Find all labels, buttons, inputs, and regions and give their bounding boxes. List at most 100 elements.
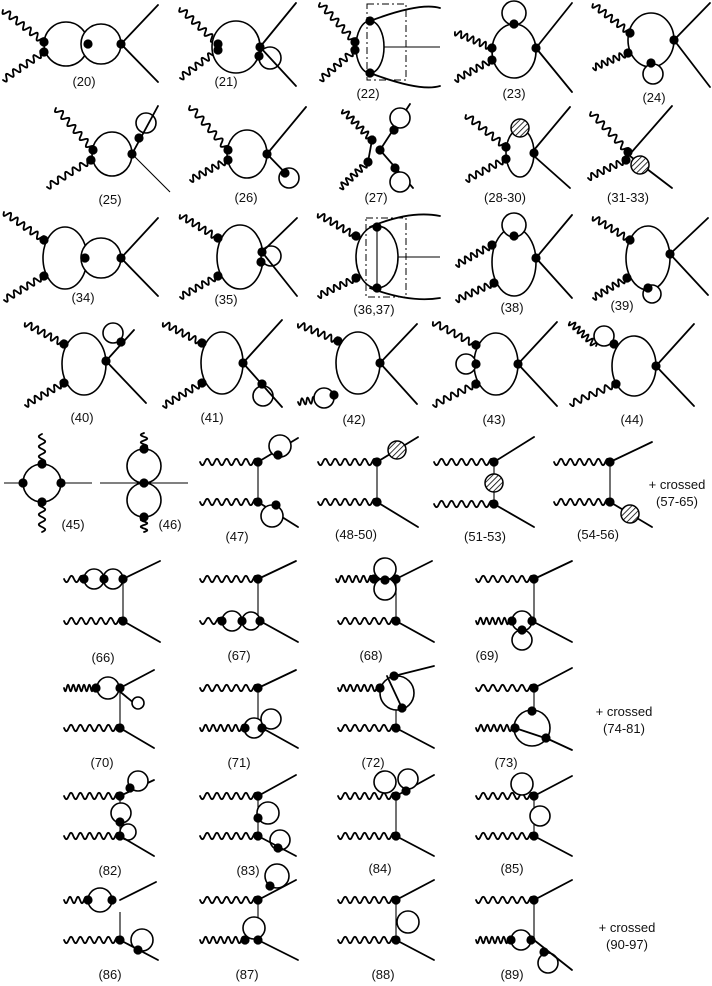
diagram-label: (71) <box>227 755 251 770</box>
loop <box>102 322 124 344</box>
vertex-dot <box>116 39 126 49</box>
photon-line <box>297 322 339 343</box>
vertex-dot <box>643 283 653 293</box>
photon-line <box>162 380 203 409</box>
propagator-line <box>386 675 403 709</box>
diagram-label: (66) <box>91 650 115 665</box>
photon-line <box>37 501 47 533</box>
vertex-dot <box>531 253 541 263</box>
propagator-line <box>119 669 155 689</box>
loop <box>373 770 397 794</box>
diagram-label: (72) <box>361 755 385 770</box>
vertex-dot <box>367 135 377 145</box>
propagator-line <box>531 620 573 643</box>
vertex-dot <box>197 378 207 388</box>
vertex-dot <box>529 574 539 584</box>
crossed-label: + crossed <box>648 477 706 492</box>
hatched-blob <box>484 473 504 493</box>
vertex-dot <box>471 340 481 350</box>
loop <box>126 482 162 518</box>
propagator-line <box>533 775 573 797</box>
vertex-dot <box>273 843 283 853</box>
propagator-line <box>673 39 711 88</box>
propagator-line <box>120 257 159 297</box>
photon-line <box>199 574 259 584</box>
vertex-dot <box>646 58 656 68</box>
photon-line <box>316 213 358 237</box>
propagator-line <box>493 503 535 528</box>
vertex-dot <box>125 783 135 793</box>
vertex-dot <box>257 723 267 733</box>
propagator-line <box>259 46 297 87</box>
photon-line <box>317 457 378 467</box>
photon-line <box>465 156 507 183</box>
photon-line <box>553 497 611 507</box>
vertex-dot <box>83 39 93 49</box>
vertex-dot <box>527 706 537 716</box>
vertex-dot <box>487 55 497 65</box>
loop <box>379 675 415 711</box>
propagator-line <box>517 363 558 407</box>
photon-line <box>337 895 397 905</box>
propagator-line <box>655 365 695 407</box>
hatched-blob <box>510 118 530 138</box>
vertex-dot <box>665 249 675 259</box>
propagator-line <box>261 251 298 297</box>
vertex-dot <box>531 43 541 53</box>
diagram-label: (88) <box>371 967 395 982</box>
vertex-dot <box>115 791 125 801</box>
diagram-label: (82) <box>98 863 122 878</box>
diagram-label: (47) <box>225 529 249 544</box>
vertex-dot <box>83 895 93 905</box>
vertex-dot <box>79 574 89 584</box>
propagator-line <box>395 560 433 580</box>
vertex-dot <box>513 359 523 369</box>
propagator-line <box>533 667 573 689</box>
loop <box>389 171 411 193</box>
loop <box>396 910 420 934</box>
propagator-line <box>533 155 571 189</box>
vertex-dot <box>280 168 290 178</box>
vertex-dot <box>509 231 519 241</box>
vertex-dot <box>59 378 69 388</box>
vertex-dot <box>127 149 137 159</box>
photon-line <box>454 57 493 83</box>
vertex-dot <box>391 935 401 945</box>
photon-line <box>188 105 230 151</box>
propagator-line <box>376 501 419 528</box>
vertex-dot <box>529 148 539 158</box>
propagator-line <box>122 620 161 643</box>
vertex-dot <box>39 47 49 57</box>
photon-line <box>337 723 397 733</box>
loop <box>22 463 62 503</box>
diagram-label: (25) <box>98 192 122 207</box>
crossed-range: (90-97) <box>606 937 648 952</box>
vertex-dot <box>223 145 233 155</box>
propagator-line <box>545 737 573 751</box>
vertex-dot <box>118 574 128 584</box>
propagator-line <box>629 105 673 155</box>
vertex-dot <box>139 512 149 522</box>
vertex-dot <box>529 683 539 693</box>
diagram-label: (51-53) <box>464 529 506 544</box>
diagram-label: (48-50) <box>335 527 377 542</box>
loop <box>260 504 284 528</box>
propagator-line <box>535 214 573 259</box>
vertex-dot <box>37 497 47 507</box>
propagator-line <box>261 217 298 253</box>
vertex-dot <box>213 45 223 55</box>
diagram-label: (87) <box>235 967 259 982</box>
vertex-dot <box>91 683 101 693</box>
photon-line <box>589 111 630 153</box>
vertex-dot <box>625 28 635 38</box>
propagator-line <box>395 939 435 961</box>
diagram-label: (34) <box>71 290 95 305</box>
vertex-dot <box>487 240 497 250</box>
photon-line <box>432 381 477 408</box>
diagram-label: (31-33) <box>607 190 649 205</box>
propagator-line <box>119 835 155 857</box>
propagator-line <box>533 560 573 580</box>
propagator-line <box>257 560 297 580</box>
photon-line <box>337 791 397 801</box>
diagram-label: (70) <box>90 755 114 770</box>
